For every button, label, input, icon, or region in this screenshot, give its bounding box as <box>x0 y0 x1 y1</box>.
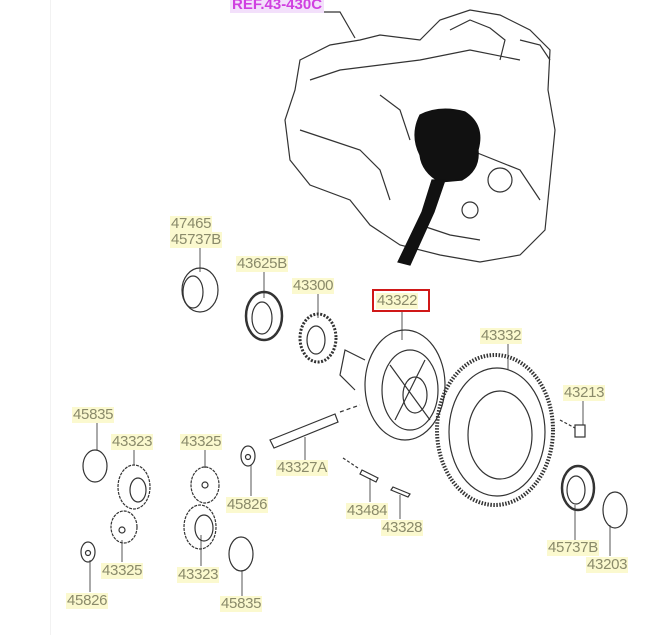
part-label-45835[interactable]: 45835 <box>72 406 115 423</box>
pinion-gear-43325-bottom <box>110 510 138 544</box>
highlight-box <box>372 289 430 312</box>
pinion-gear-43325-top <box>190 466 220 504</box>
bolt-43213 <box>559 419 586 438</box>
page-edge <box>50 0 51 635</box>
leader-lines <box>89 248 611 596</box>
part-label-43328[interactable]: 43328 <box>381 519 424 536</box>
part-label-43327A[interactable]: 43327A <box>276 459 328 476</box>
pin-43328 <box>390 486 411 498</box>
part-label-43323-bottom[interactable]: 43323 <box>177 566 220 583</box>
bearing-45737B-right <box>560 464 596 512</box>
reference-link[interactable]: REF.43-430C <box>230 0 325 13</box>
pinion-shaft-43327A <box>269 404 361 449</box>
part-label-45835-bottom[interactable]: 45835 <box>220 595 263 612</box>
part-label-43322[interactable]: 43322 <box>376 292 419 309</box>
ring-gear-43332 <box>435 353 555 507</box>
part-label-45737B[interactable]: 45737B <box>170 231 222 248</box>
shim-43203 <box>602 491 628 529</box>
part-label-43213[interactable]: 43213 <box>563 384 606 401</box>
bearing-47465 <box>181 267 219 313</box>
side-gear-43323-bottom <box>183 504 217 550</box>
part-label-45826-bottom[interactable]: 45826 <box>66 592 109 609</box>
pin-43484 <box>342 457 379 483</box>
washer-45826-bottom <box>80 541 96 563</box>
differential-case-43322 <box>339 329 446 441</box>
part-label-47465[interactable]: 47465 <box>170 215 213 232</box>
part-label-45826[interactable]: 45826 <box>226 496 269 513</box>
part-label-43203[interactable]: 43203 <box>586 556 629 573</box>
part-label-43332[interactable]: 43332 <box>480 327 523 344</box>
side-gear-43323-top <box>117 464 151 510</box>
part-label-43625B[interactable]: 43625B <box>236 255 288 272</box>
washer-45826-top <box>240 445 256 467</box>
gear-43300 <box>298 312 338 364</box>
washer-45835-top <box>82 449 108 483</box>
part-label-43484[interactable]: 43484 <box>346 502 389 519</box>
differential-location-marker <box>397 108 481 266</box>
seal-43625B <box>244 290 284 342</box>
part-label-43300[interactable]: 43300 <box>292 277 335 294</box>
transmission-housing <box>284 9 556 263</box>
part-label-45737B-right[interactable]: 45737B <box>547 539 599 556</box>
ref-leader <box>230 11 356 39</box>
part-label-43323[interactable]: 43323 <box>111 433 154 450</box>
part-label-43325[interactable]: 43325 <box>180 433 223 450</box>
washer-45835-bottom <box>228 536 254 572</box>
part-label-43325-bottom[interactable]: 43325 <box>101 562 144 579</box>
